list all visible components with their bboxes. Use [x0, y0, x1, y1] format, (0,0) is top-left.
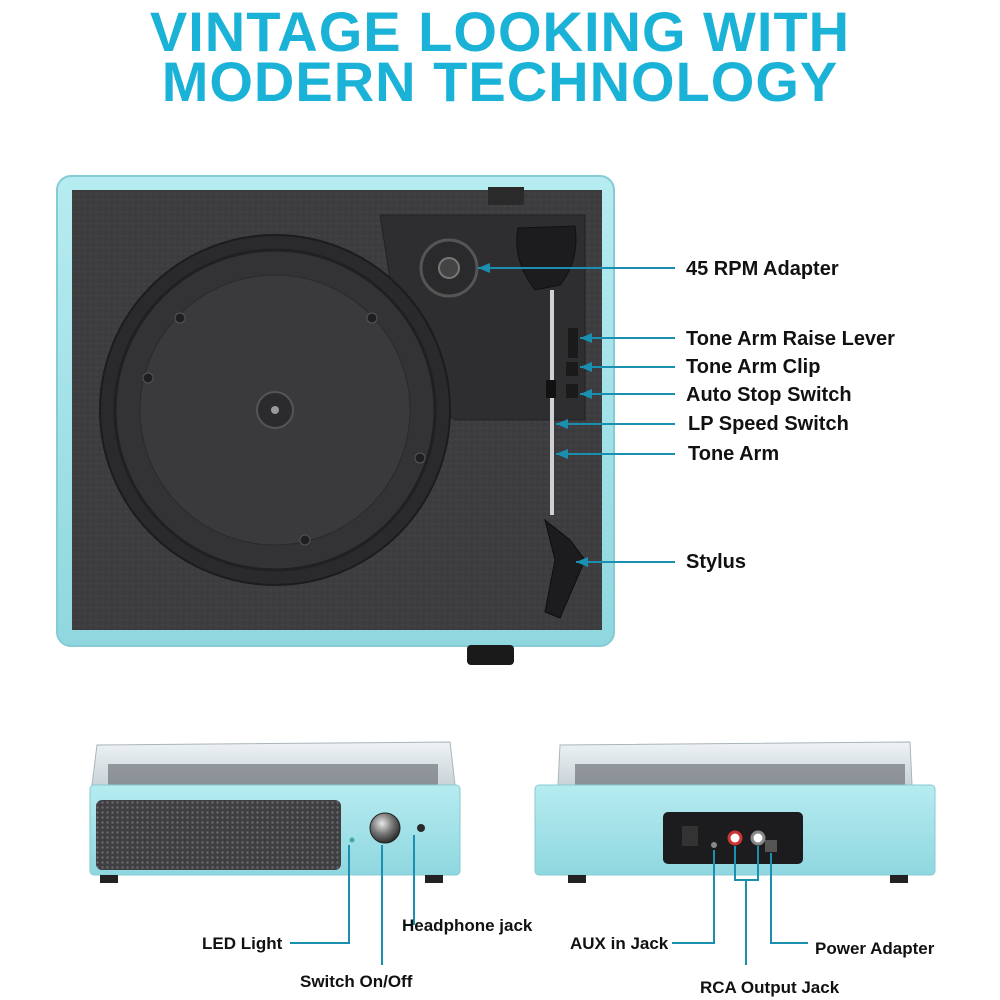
front-lid-inner: [108, 764, 438, 786]
headline-line-2: MODERN TECHNOLOGY: [161, 50, 839, 113]
label-lp-speed-switch: LP Speed Switch: [688, 413, 849, 435]
front-foot: [100, 875, 118, 883]
label-switch-on-off: Switch On/Off: [300, 972, 413, 991]
label-aux-in-jack: AUX in Jack: [570, 934, 669, 953]
raise-lever-icon: [568, 328, 578, 358]
back-lid-inner: [575, 764, 905, 786]
speed-switch-icon: [546, 380, 556, 398]
power-port-icon: [765, 840, 777, 852]
aux-jack-icon: [711, 842, 717, 848]
label-45-rpm-adapter: 45 RPM Adapter: [686, 258, 839, 280]
headline-line-1: VINTAGE LOOKING WITH: [149, 0, 851, 63]
back-foot: [568, 875, 586, 883]
auto-stop-icon: [566, 384, 578, 398]
label-auto-stop-switch: Auto Stop Switch: [686, 384, 852, 406]
platter-screw: [142, 372, 154, 384]
stylus-icon: [544, 518, 586, 619]
hinge-clip: [488, 187, 524, 205]
platter-screw: [414, 452, 426, 464]
rca-red-icon: [727, 830, 743, 846]
label-led-light: LED Light: [202, 934, 283, 953]
label-stylus: Stylus: [686, 551, 747, 573]
top-view: [56, 175, 675, 665]
platter-screw: [366, 312, 378, 324]
arm-clip-icon: [566, 362, 578, 376]
speaker-grill: [96, 800, 341, 870]
front-view: [89, 741, 461, 965]
front-foot: [425, 875, 443, 883]
back-foot: [890, 875, 908, 883]
knob-top-icon: [467, 645, 514, 665]
label-power-adapter: Power Adapter: [815, 939, 935, 958]
front-callouts: [290, 835, 415, 965]
led-light-icon: [349, 837, 355, 843]
back-callouts: [672, 846, 808, 965]
back-view: [534, 741, 936, 965]
platter-screw: [299, 534, 311, 546]
label-headphone-jack: Headphone jack: [402, 916, 533, 935]
spindle: [271, 406, 279, 414]
label-tone-arm: Tone Arm: [688, 443, 780, 465]
label-tone-arm-clip: Tone Arm Clip: [686, 356, 821, 378]
callout-arrowheads: [478, 263, 592, 567]
platter-screw: [174, 312, 186, 324]
rca-white-icon: [750, 830, 766, 846]
tone-arm-base: [516, 225, 577, 291]
rpm-adapter-center: [438, 257, 460, 279]
power-knob-icon: [369, 812, 401, 844]
headphone-jack-icon: [417, 824, 425, 832]
top-callouts: [478, 267, 675, 563]
back-switch-icon: [682, 826, 698, 846]
label-rca-output-jack: RCA Output Jack: [700, 978, 840, 997]
label-tone-arm-raise-lever: Tone Arm Raise Lever: [686, 328, 895, 350]
